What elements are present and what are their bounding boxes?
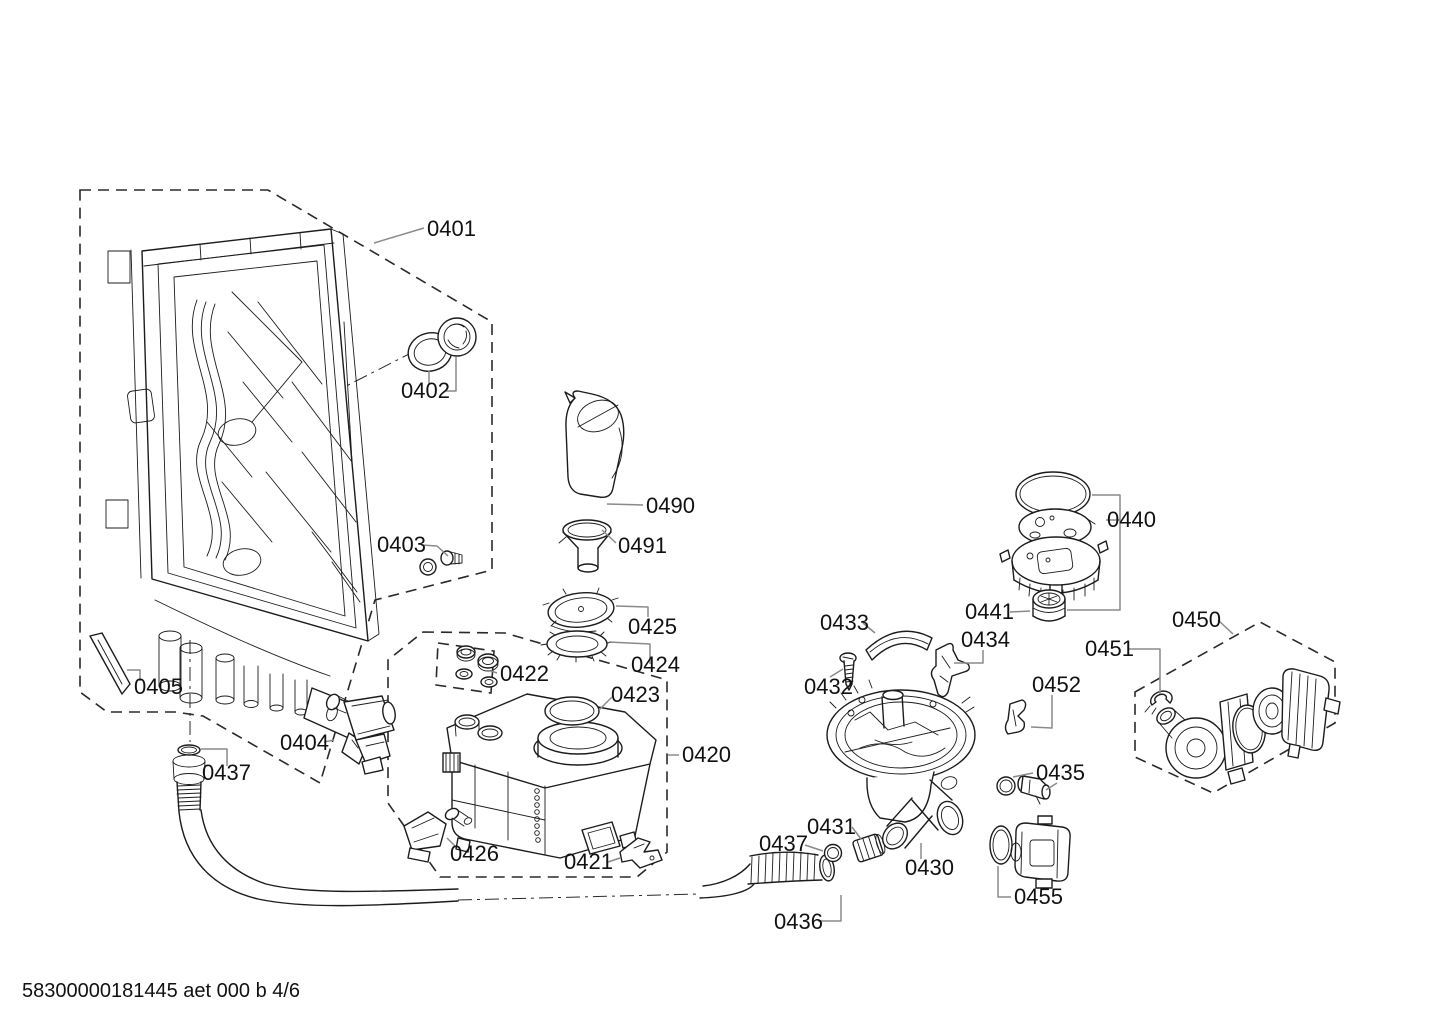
threaded-ring-0424-drawing — [540, 630, 614, 663]
part-label-0421: 0421 — [564, 849, 613, 874]
leader-0440 — [1067, 494, 1121, 611]
leader-0455 — [997, 866, 1011, 898]
door-panel-drawing — [105, 228, 380, 765]
part-label-0436: 0436 — [774, 909, 823, 934]
wedge-0405-drawing — [89, 632, 131, 695]
bracket-0434-drawing — [930, 642, 971, 698]
plug-0403-drawing — [419, 550, 463, 576]
part-label-0426: 0426 — [450, 841, 499, 866]
leader-0423 — [598, 696, 613, 711]
part-label-0440: 0440 — [1107, 507, 1156, 532]
leader-0426 — [446, 837, 457, 848]
part-label-0431: 0431 — [807, 814, 856, 839]
part-label-0435: 0435 — [1036, 760, 1085, 785]
o-ring-0423-drawing — [544, 696, 600, 726]
sump-0430-drawing — [826, 679, 976, 850]
center-line-hose-break — [457, 893, 701, 901]
part-label-0437-right: 0437 — [759, 831, 808, 856]
part-label-0430: 0430 — [905, 855, 954, 880]
part-label-0434: 0434 — [961, 627, 1010, 652]
leader-0433 — [862, 622, 876, 634]
softener-tank-0420-drawing — [442, 693, 657, 859]
assembly-boundary-0401 — [79, 189, 493, 785]
part-label-0401: 0401 — [427, 216, 476, 241]
part-label-0424: 0424 — [631, 652, 680, 677]
part-label-0422: 0422 — [500, 661, 549, 686]
leader-0434 — [954, 650, 984, 664]
part-label-0490: 0490 — [646, 493, 695, 518]
seal-and-cap-0402-drawing — [407, 317, 477, 372]
coupling-0441-drawing — [1032, 589, 1066, 622]
part-label-0491: 0491 — [618, 533, 667, 558]
part-label-0455: 0455 — [1014, 884, 1063, 909]
leader-0491 — [601, 529, 617, 544]
leader-0436 — [818, 895, 842, 922]
part-label-0451: 0451 — [1085, 636, 1134, 661]
leader-0490 — [606, 503, 644, 506]
coupling-0431-drawing — [852, 833, 886, 863]
part-label-0452: 0452 — [1032, 672, 1081, 697]
softener-cap-0425-drawing — [542, 587, 619, 633]
leader-0402-cap — [446, 357, 457, 392]
leader-0450 — [1217, 619, 1234, 635]
drain-hose-drawing — [172, 744, 843, 907]
circulation-pump-0450-drawing — [1156, 668, 1341, 785]
part-label-0405: 0405 — [134, 674, 183, 699]
part-label-0403: 0403 — [377, 532, 426, 557]
part-label-0420: 0420 — [682, 742, 731, 767]
panel-hatch-lines — [206, 291, 361, 603]
leader-0422 — [490, 670, 498, 674]
leader-lines — [127, 227, 1234, 922]
hose-corrugation-right — [750, 851, 816, 884]
part-label-0423: 0423 — [611, 682, 660, 707]
part-label-0437-left: 0437 — [202, 760, 251, 785]
part-label-0404: 0404 — [280, 730, 329, 755]
tank-level-dots — [534, 788, 541, 843]
part-label-0425: 0425 — [628, 614, 677, 639]
panel-bottom-skirt — [154, 599, 368, 765]
leader-0435-fitting — [1045, 782, 1058, 791]
assembly-boundaries — [79, 189, 1336, 878]
part-label-0441: 0441 — [965, 599, 1014, 624]
leader-0437b — [804, 844, 824, 852]
part-label-0432: 0432 — [804, 674, 853, 699]
hose-corrugation-left — [176, 784, 202, 811]
part-label-0402: 0402 — [401, 378, 450, 403]
leader-0437a — [201, 748, 228, 766]
fitting-0435-drawing — [996, 775, 1051, 805]
leader-0431 — [851, 826, 862, 840]
part-label-0450: 0450 — [1172, 607, 1221, 632]
leader-0452 — [1030, 695, 1053, 729]
leader-0425 — [615, 605, 649, 617]
leader-0401 — [373, 227, 425, 244]
leader-0403 — [420, 544, 449, 557]
leader-0441 — [1009, 610, 1031, 613]
valve-0426-drawing — [403, 807, 473, 863]
assembly-boundary-0422 — [435, 642, 495, 694]
filling-jug-0490-drawing — [564, 390, 625, 498]
part-label-0433: 0433 — [820, 610, 869, 635]
leader-0405 — [127, 669, 141, 681]
part-labels: 0401 0402 0403 0405 0404 0437 0490 0491 … — [134, 216, 1221, 934]
drain-pump-0455-drawing — [989, 815, 1071, 889]
rail-0433-drawing — [865, 630, 933, 661]
document-code: 58300000181445 aet 000 b 4/6 — [22, 980, 300, 1002]
assembly-boundary-0450 — [1134, 621, 1336, 794]
clamp-0451-drawing — [1144, 690, 1173, 715]
leader-0451 — [1129, 648, 1161, 694]
leader-0404 — [323, 739, 335, 743]
leader-0421 — [607, 857, 621, 863]
leader-0435-ring — [1012, 772, 1034, 778]
screw-0432-drawing — [839, 652, 857, 691]
funnel-0491-drawing — [558, 519, 612, 573]
inlet-valve-0404-drawing — [325, 693, 396, 775]
leader-0432 — [829, 668, 844, 678]
pump-head-0440-drawing — [999, 471, 1109, 603]
clip-0452-drawing — [1004, 699, 1027, 735]
seal-set-0422-drawing — [455, 645, 499, 688]
hose-clamp-ring-right — [823, 843, 843, 863]
leader-0424 — [608, 641, 651, 664]
clip-0421-drawing — [619, 837, 663, 869]
